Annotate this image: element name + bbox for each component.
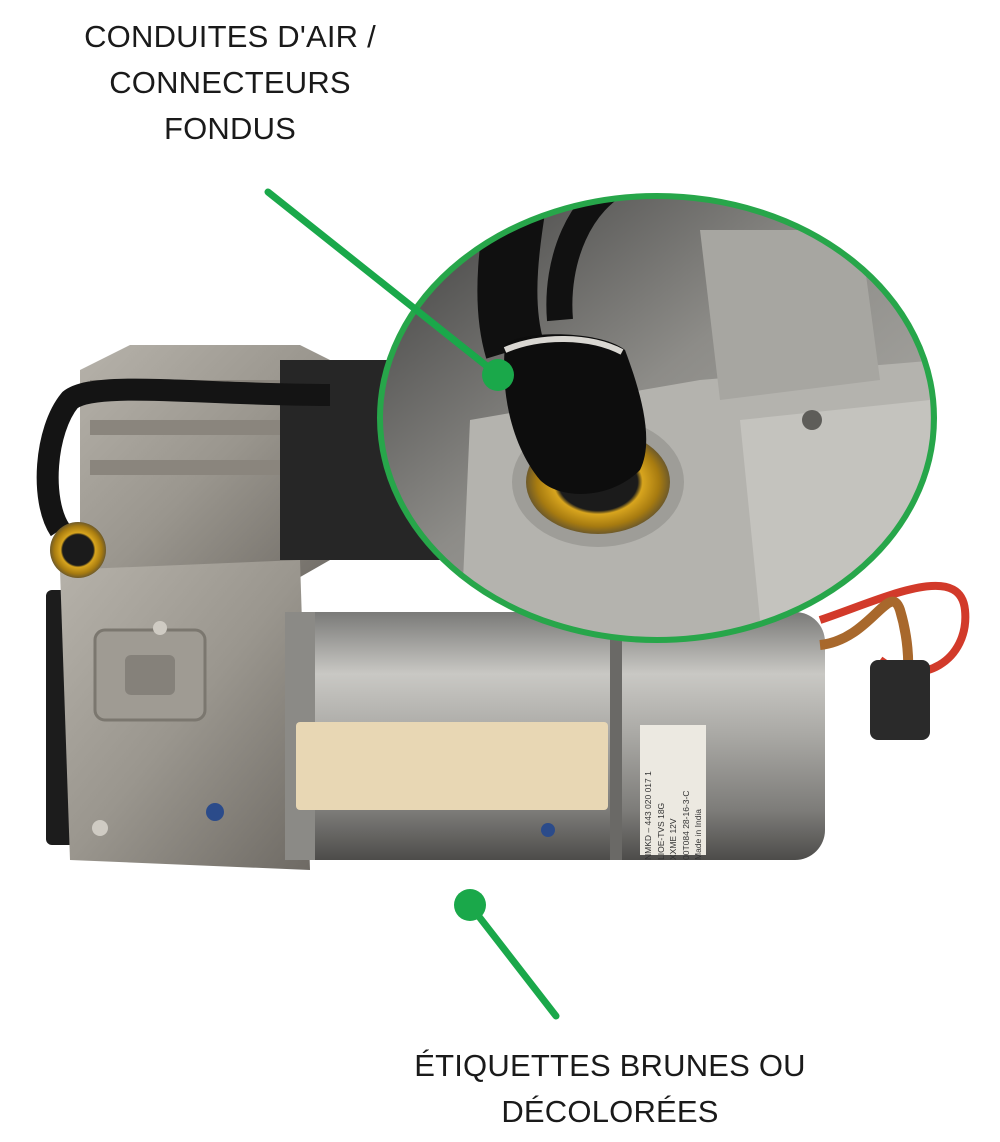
callout-pointer-top (264, 188, 514, 391)
zoom-detail (377, 193, 937, 643)
callout-bottom-line-1: ÉTIQUETTES BRUNES OU (414, 1048, 806, 1083)
product-label-line-3: XXME 12V (668, 818, 679, 860)
callout-label-air-lines: CONDUITES D'AIR / CONNECTEURS FONDUS (60, 14, 400, 152)
product-label-line-5: Made in India (693, 808, 704, 860)
callout-top-line-3: FONDUS (163, 111, 297, 146)
product-label-line-1: NMKD – 443 020 017 1 (643, 771, 653, 860)
product-label-line-4: 00T084 28-16-3-C (680, 790, 691, 860)
callout-pointer-bottom (454, 889, 560, 1020)
callout-top-line-1: CONDUITES D'AIR / (84, 19, 376, 54)
callout-bottom-line-2: DÉCOLORÉES (501, 1094, 719, 1129)
product-label-text: NMKD – 443 020 017 1 LIOE-TVS 18G XXME 1… (642, 728, 708, 860)
product-label-line-2: LIOE-TVS 18G (655, 802, 666, 860)
callout-top-line-2: CONNECTEURS (109, 65, 351, 100)
callout-label-labels: ÉTIQUETTES BRUNES OU DÉCOLORÉES (395, 1043, 825, 1135)
